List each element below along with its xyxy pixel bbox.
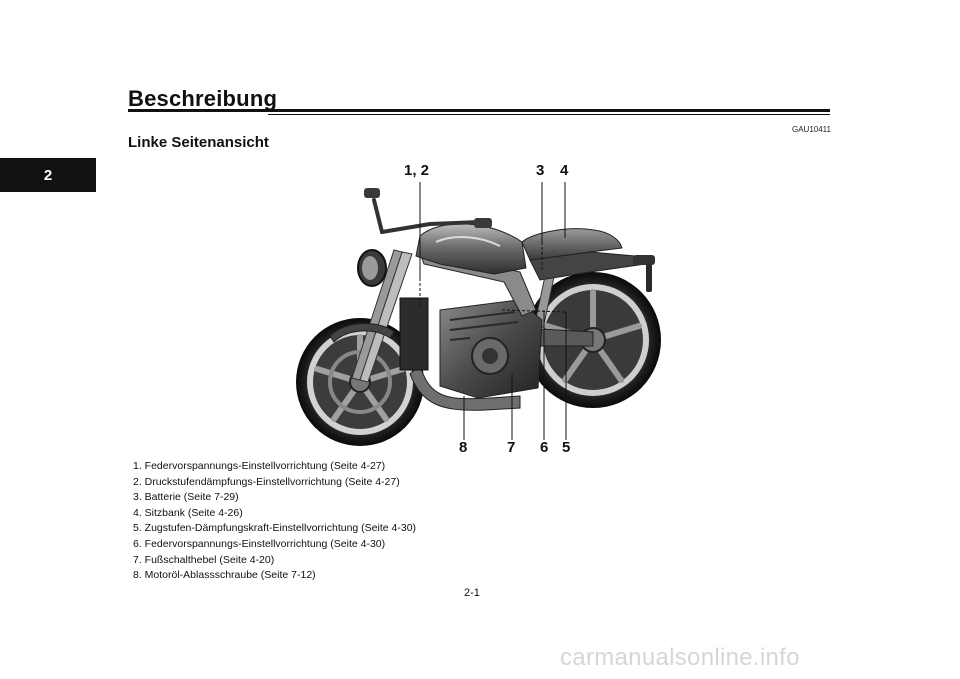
callout-3: 3 [536,162,545,179]
legend-item: 6. Federvorspannungs-Einstellvorrichtung… [133,537,386,550]
title-rule-thick [128,109,830,112]
chapter-tab-label: 2 [43,166,53,184]
chapter-tab[interactable]: 2 [0,158,96,192]
title-rule-thin [268,114,830,115]
exhaust-pipe [409,364,521,411]
handlebar [372,198,482,234]
left-mirror [364,188,380,198]
callout-1-2: 1, 2 [404,162,430,179]
front-fender [329,322,395,343]
right-mirror [474,218,492,228]
callout-4: 4 [560,162,569,179]
callout-7: 7 [507,439,516,456]
callout-lines [419,182,567,440]
tail-light [633,255,655,265]
legend-item: 4. Sitzbank (Seite 4-26) [133,506,243,519]
license-bracket [646,264,652,292]
doc-code: GAU10411 [792,125,831,134]
legend-list: 1. Federvorspannungs-Einstellvorrichtung… [133,459,416,584]
front-wheel [296,318,424,446]
legend-item: 5. Zugstufen-Dämpfungskraft-Einstellvorr… [133,522,417,535]
legend-item: 3. Batterie (Seite 7-29) [133,491,239,504]
watermark: carmanualsonline.info [560,644,800,671]
legend-item: 7. Fußschalthebel (Seite 4-20) [133,553,275,566]
page-number: 2-1 [464,587,480,599]
front-fork [351,249,413,383]
callout-5: 5 [562,439,571,456]
motorcycle-illustration [296,182,661,446]
legend-item: 2. Druckstufendämpfungs-Einstellvorricht… [133,475,400,488]
legend-item: 8. Motoröl-Ablassschraube (Seite 7-12) [133,569,316,582]
callout-8: 8 [459,439,468,456]
callout-6: 6 [540,439,549,456]
legend-item: 1. Federvorspannungs-Einstellvorrichtung… [133,460,386,472]
page-title: Beschreibung [128,86,278,111]
seat [521,228,623,261]
section-title: Linke Seitenansicht [128,134,269,151]
radiator [399,297,429,371]
fuel-tank [415,223,527,275]
